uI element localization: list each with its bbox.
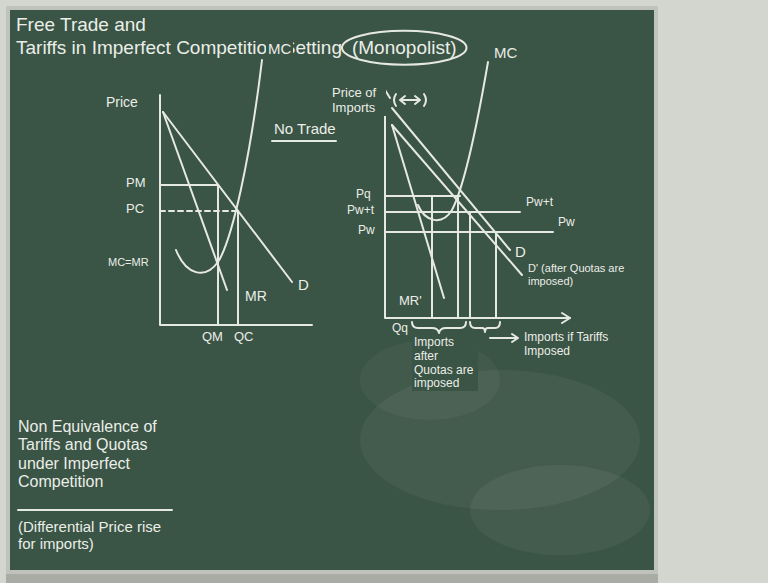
curve-label: MC [266,40,293,57]
price-line [160,210,238,212]
curve-label: MC [492,44,519,61]
underline [18,509,172,511]
demand-line [392,108,510,250]
spacer [171,14,416,36]
curve-label: MR [243,288,269,304]
side-note: (Differential Price rise for imports) [16,518,170,553]
demand-line [163,112,292,282]
line-label: Pw+t [524,196,555,210]
axis-note: MC=MR [106,256,151,269]
board-frame [6,6,658,574]
panel-note: No Trade [272,120,338,137]
curve-label: D' (after Quotas are imposed) [526,262,654,287]
mr-line [392,125,444,298]
brace-note: Imports if Tariffs Imposed [522,331,646,359]
shift-arrow [400,96,420,104]
price-label: PM [124,176,148,191]
quantity-label: QM [200,330,225,345]
quantity-line [237,211,239,325]
price-line [385,195,460,197]
quantity-line [495,232,497,318]
underline [272,140,336,142]
price-label: Pw+t [345,204,376,218]
curve-label: MR' [397,294,424,309]
title-note: (Monopolist) [350,37,459,59]
curve-label: D [296,276,311,293]
price-line [385,211,520,213]
line-label: Pw [556,216,577,230]
price-label: Pw [356,224,377,238]
arrow-head [562,313,570,323]
chalk-tray [6,574,658,583]
quantity-line [431,196,433,318]
axis-title: Price [104,94,140,110]
blackboard [10,10,654,570]
chalk-smudge [470,465,650,555]
quantity-line [469,212,471,318]
brace [412,322,466,333]
circle-mark [342,31,467,65]
quantity-label: Qq [390,322,410,336]
pointer-arrow [490,334,518,342]
price-label: Pq [354,188,373,202]
brace-note: Imports after Quotas are imposed [412,336,478,391]
quantity-line [457,196,459,318]
price-label: PC [124,202,146,217]
bracket [394,94,426,106]
axis-title: Price of Imports [330,86,386,116]
quantity-label: QC [232,330,256,345]
side-note: Non Equivalence of Tariffs and Quotas un… [16,418,185,492]
quantity-line [217,185,219,325]
curve-label: D [513,243,528,260]
price-line [160,184,218,186]
brace [470,322,500,332]
